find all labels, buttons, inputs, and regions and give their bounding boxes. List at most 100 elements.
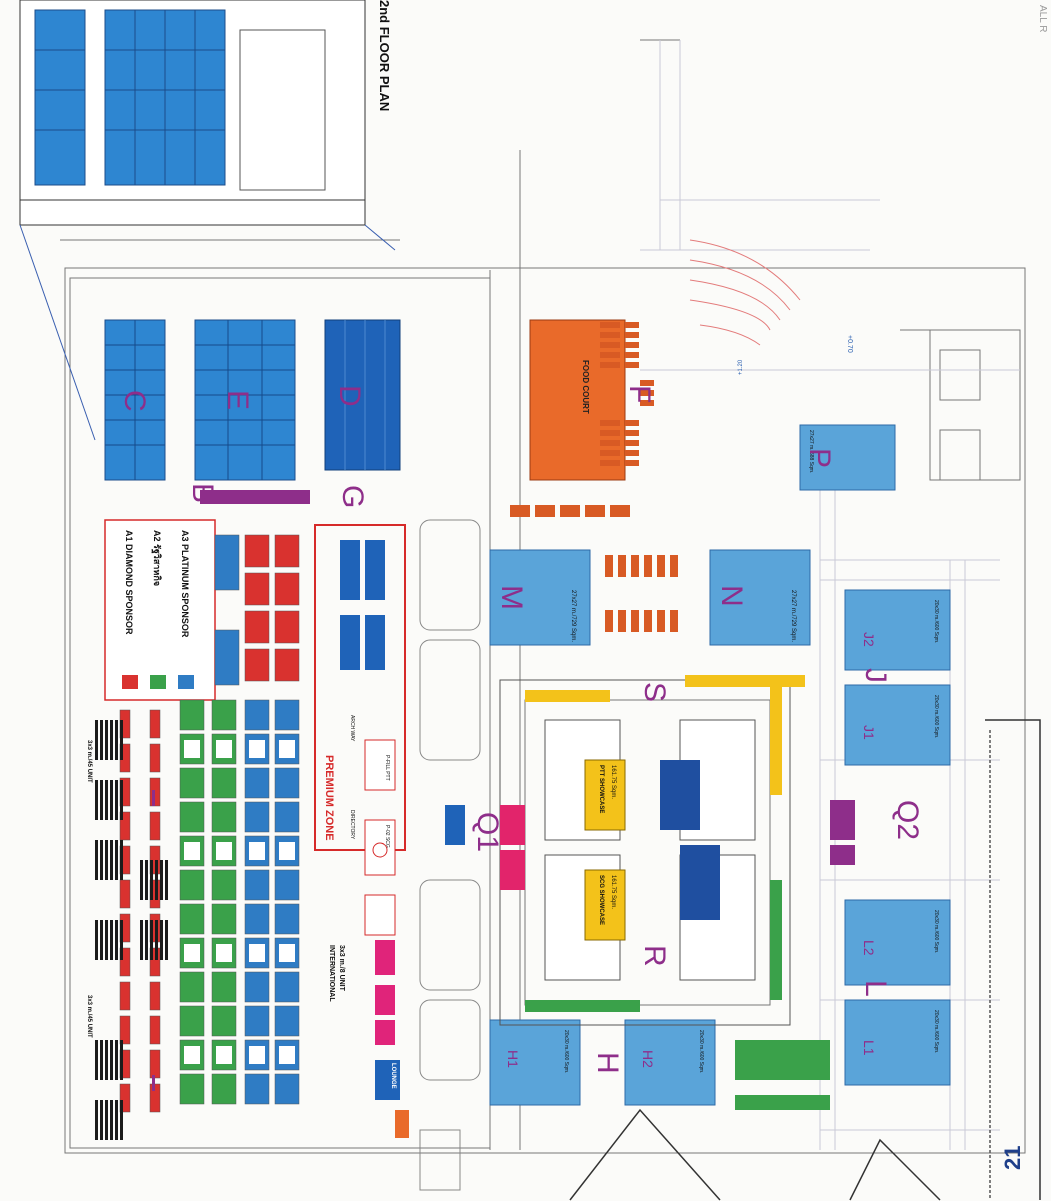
sponsor-booth xyxy=(149,811,161,841)
booth-logo-plate xyxy=(279,1046,295,1064)
zone-q1: Q1 xyxy=(471,812,504,852)
zone-c: C xyxy=(118,390,151,412)
sponsor-booth xyxy=(244,648,270,682)
units-label-south: 3x3 m./45 UNIT xyxy=(86,995,92,1038)
i-zone-booth xyxy=(100,840,103,880)
second-floor-inset: 2nd FLOOR PLAN xyxy=(19,0,396,441)
zone-r: R xyxy=(638,945,671,967)
sponsor-booth xyxy=(244,534,270,568)
i-zone-booth xyxy=(115,780,118,820)
l2-area: 20x30 m./600 Sqm. xyxy=(933,910,939,953)
page-number: 21 xyxy=(1000,1146,1025,1170)
booth-logo-plate xyxy=(184,1046,200,1064)
i-zone-booth xyxy=(120,1100,123,1140)
i-zone-booth xyxy=(110,1100,113,1140)
i-zone-booth xyxy=(105,1100,108,1140)
sponsor-booth xyxy=(244,801,270,833)
sponsor-booth xyxy=(274,767,300,799)
sponsor-booth xyxy=(179,869,205,901)
sponsor-booth xyxy=(244,572,270,606)
sponsor-booth xyxy=(244,610,270,644)
units-label-north: 3x3 m./45 UNIT xyxy=(86,740,92,783)
zone-i-booths xyxy=(95,720,168,1140)
sponsor-booths xyxy=(119,534,300,1113)
i-zone-booth xyxy=(95,720,98,760)
sponsor-booth xyxy=(119,811,131,841)
sponsor-booth xyxy=(211,699,237,731)
sponsor-booth xyxy=(244,971,270,1003)
i-zone-booth xyxy=(140,920,143,960)
scg-area: 161.75 Sqm. xyxy=(610,875,616,909)
i-zone-booth xyxy=(110,780,113,820)
legend-platinum: A3 PLATINUM SPONSOR xyxy=(180,530,190,638)
booth-logo-plate xyxy=(279,842,295,860)
i-zone-booth xyxy=(95,1040,98,1080)
booth-logo-plate xyxy=(249,1046,265,1064)
sponsor-booth xyxy=(119,981,131,1011)
i-zone-booth xyxy=(120,1040,123,1080)
sponsor-booth xyxy=(274,610,300,644)
elevation-1: +1.20 xyxy=(738,359,744,375)
j2-area: 20x30 m./600 Sqm. xyxy=(933,600,939,643)
i-zone-booth xyxy=(140,860,143,900)
booth-logo-plate xyxy=(279,944,295,962)
zone-c-blocks xyxy=(104,319,166,481)
i-zone-booth xyxy=(155,920,158,960)
zone-j2: J2 xyxy=(861,632,877,647)
i-zone-booth xyxy=(100,720,103,760)
i-zone-booth xyxy=(110,920,113,960)
i-zone-marker xyxy=(152,790,155,806)
zone-l2: L2 xyxy=(861,940,877,956)
hall-blocks: 27x27 m./729 Sqm. 27x27 m./729 Sqm. 20x3… xyxy=(489,424,951,1106)
i-zone-booth xyxy=(110,1040,113,1080)
i-zone-booth xyxy=(110,720,113,760)
i-zone-booth xyxy=(145,920,148,960)
booth-logo-plate xyxy=(216,944,232,962)
directory-label: DIRECTORY xyxy=(349,810,355,840)
i-zone-booth xyxy=(160,860,163,900)
lounge-label: LOUNGE xyxy=(390,1063,396,1089)
booth-logo-plate xyxy=(184,842,200,860)
i-zone-booth xyxy=(100,920,103,960)
premium-zone-label: PREMIUM ZONE xyxy=(323,755,335,841)
ramps xyxy=(419,519,481,1191)
sponsor-legend: A1 DIAMOND SPONSOR A2 รัฐวิสาหกิจ A3 PLA… xyxy=(104,519,216,701)
booth-logo-plate xyxy=(184,740,200,758)
i-zone-booth xyxy=(100,1100,103,1140)
zone-f-seating xyxy=(510,322,678,632)
sponsor-booth xyxy=(149,981,161,1011)
sponsor-booth xyxy=(274,648,300,682)
sponsor-booth xyxy=(179,971,205,1003)
i-zone-booth xyxy=(105,1040,108,1080)
sponsor-booth xyxy=(274,572,300,606)
sponsor-booth xyxy=(179,1005,205,1037)
sponsor-booth xyxy=(211,1073,237,1105)
sponsor-booth xyxy=(211,869,237,901)
i-zone-booth xyxy=(115,840,118,880)
zone-h: H xyxy=(591,1052,624,1074)
legend-swatch-platinum xyxy=(178,675,194,689)
zone-l1: L1 xyxy=(861,1040,877,1056)
scg-logo xyxy=(372,842,388,858)
booth-logo-plate xyxy=(184,944,200,962)
lounge: LOUNGE xyxy=(375,1060,409,1138)
p-fill-scg-label: P-02 SCG xyxy=(384,825,390,848)
i-zone-booth xyxy=(115,1100,118,1140)
sponsor-booth xyxy=(244,1073,270,1105)
sponsor-booth xyxy=(274,1005,300,1037)
i-zone-marker xyxy=(152,1075,155,1091)
scg-showcase: SCG SHOWCASE xyxy=(598,875,604,925)
sponsor-booth xyxy=(274,801,300,833)
i-zone-booth xyxy=(155,860,158,900)
legend-diamond: A1 DIAMOND SPONSOR xyxy=(124,530,134,635)
sponsor-booth xyxy=(149,1015,161,1045)
i-zone-booth xyxy=(120,920,123,960)
i-zone-booth xyxy=(95,920,98,960)
zone-h1: H1 xyxy=(505,1050,521,1068)
second-floor-label: 2nd FLOOR PLAN xyxy=(377,0,392,111)
i-zone-booth xyxy=(115,920,118,960)
i-zone-booth xyxy=(120,780,123,820)
zone-letters: C E D B G F P M N S R Q1 Q2 J J2 J1 L L2… xyxy=(118,385,924,1074)
i-zone-booth xyxy=(115,720,118,760)
